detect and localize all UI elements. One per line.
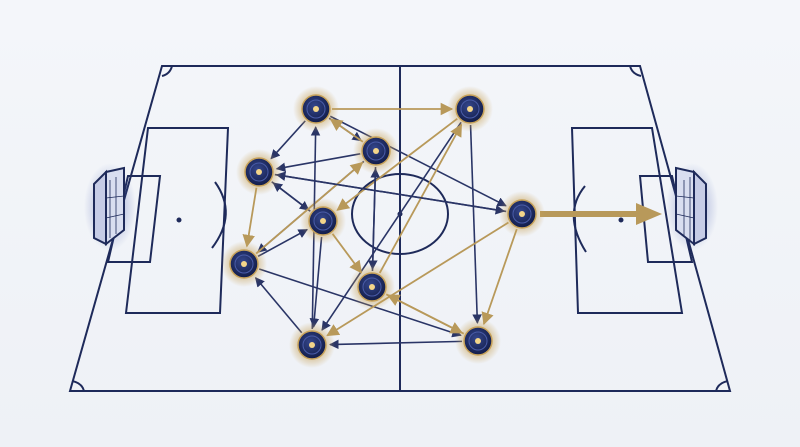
player-center-dot bbox=[256, 169, 262, 175]
player-node-icon bbox=[236, 149, 282, 195]
corner-arc-top-right bbox=[629, 65, 642, 77]
pass-arrow-p2-p10 bbox=[469, 124, 482, 324]
pass-arrow-p9-p6 bbox=[254, 277, 303, 334]
player-nodes bbox=[221, 86, 545, 368]
player-center-dot bbox=[475, 338, 481, 344]
player-center-dot bbox=[320, 218, 326, 224]
player-node-icon bbox=[447, 86, 493, 132]
left-penalty-area bbox=[124, 127, 230, 314]
pass-arrow-p10-p7 bbox=[386, 294, 465, 335]
pitch-lines bbox=[68, 65, 732, 392]
player-node-icon bbox=[293, 86, 339, 132]
player-ring bbox=[306, 99, 326, 119]
corner-arc-top-left bbox=[161, 65, 173, 77]
pass-arrow-p1-p8 bbox=[329, 115, 507, 207]
pass-arrow-p1-p4 bbox=[270, 120, 306, 160]
player-node-icon bbox=[353, 128, 399, 174]
pass-arrow-p8-p10 bbox=[481, 228, 518, 326]
left-penalty-spot bbox=[176, 217, 182, 223]
final-ball-head bbox=[636, 203, 662, 225]
player-center-dot bbox=[467, 106, 473, 112]
player-ring bbox=[249, 162, 269, 182]
player-ring bbox=[302, 335, 322, 355]
pass-arrow-icon bbox=[540, 203, 662, 225]
player-ring bbox=[512, 204, 532, 224]
player-node-icon bbox=[300, 198, 346, 244]
player-center-dot bbox=[313, 106, 319, 112]
left-goal bbox=[84, 163, 136, 251]
player-ring bbox=[313, 211, 333, 231]
final-ball-shaft bbox=[540, 211, 640, 217]
center-circle bbox=[351, 173, 449, 255]
pass-arrow-p5-p9 bbox=[309, 236, 323, 329]
pass-arrow-p4-p6 bbox=[242, 187, 258, 248]
goal-net-icon bbox=[93, 166, 125, 247]
player-node-icon bbox=[221, 241, 267, 287]
player-node-icon bbox=[289, 322, 335, 368]
pass-arrow-p2-p5 bbox=[336, 117, 458, 211]
pass-arrow-p6-p5 bbox=[257, 228, 309, 258]
pass-arrow-p5-p7 bbox=[331, 233, 363, 274]
player-ring bbox=[234, 254, 254, 274]
right-penalty-area bbox=[570, 127, 684, 314]
pass-arrow-p8-p9 bbox=[326, 221, 509, 337]
player-ring bbox=[362, 277, 382, 297]
pass-arrow-p5-p4 bbox=[272, 182, 311, 212]
right-goal-area bbox=[638, 175, 694, 263]
final-ball-arrow bbox=[540, 203, 662, 225]
pass-arrow-p10-p9 bbox=[329, 339, 463, 350]
right-penalty-spot bbox=[618, 217, 624, 223]
player-center-dot bbox=[369, 284, 375, 290]
player-node-icon bbox=[499, 191, 545, 237]
left-penalty-arc bbox=[211, 181, 227, 249]
player-center-dot bbox=[241, 261, 247, 267]
player-ring bbox=[460, 99, 480, 119]
pass-arrow-p2-p9 bbox=[321, 121, 462, 331]
player-node-icon bbox=[455, 318, 501, 364]
right-goal bbox=[666, 163, 718, 251]
player-center-dot bbox=[309, 342, 315, 348]
player-node-icon bbox=[349, 264, 395, 310]
corner-arc-bottom-right bbox=[715, 380, 729, 392]
player-center-dot bbox=[373, 148, 379, 154]
player-ring bbox=[468, 331, 488, 351]
pass-arrow-p7-p2 bbox=[378, 123, 463, 274]
goal-net-icon bbox=[675, 166, 707, 247]
player-ring bbox=[366, 141, 386, 161]
pass-arrow-p7-p3 bbox=[370, 168, 381, 272]
pass-arrow-p3-p4 bbox=[275, 153, 361, 173]
player-center-dot bbox=[519, 211, 525, 217]
pitch-boundary bbox=[68, 65, 732, 392]
corner-arc-bottom-left bbox=[71, 380, 85, 392]
